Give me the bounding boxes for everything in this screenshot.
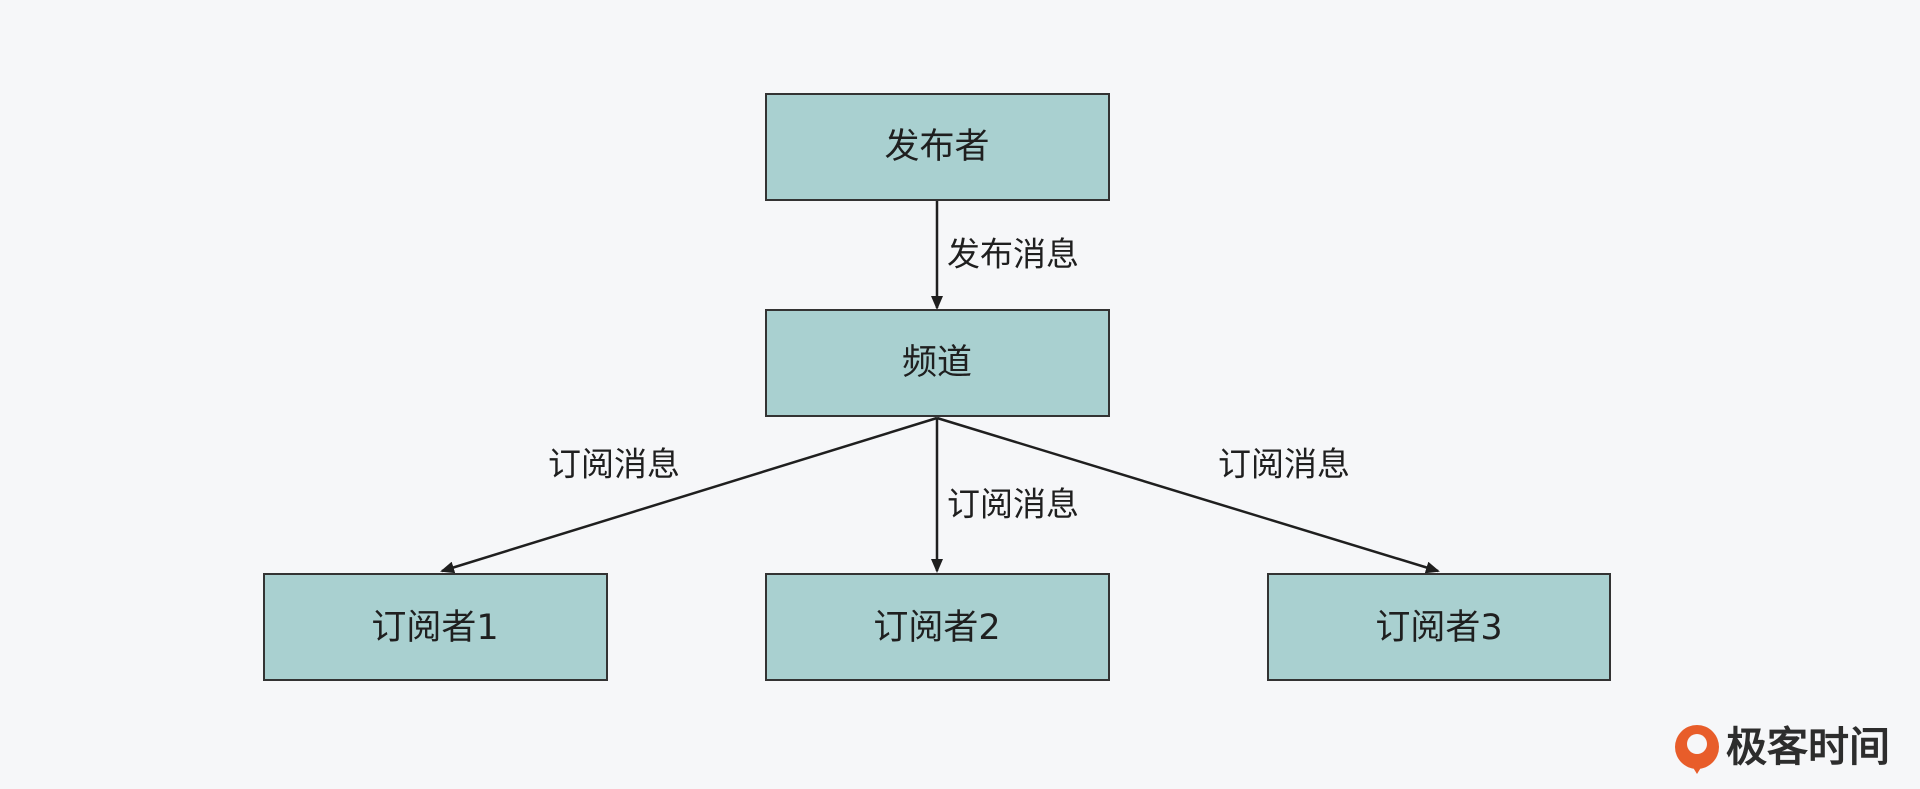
edge-subscribe-right-arrow: [936, 416, 1440, 574]
brand-logo: 极客时间: [1675, 723, 1890, 774]
edge-label-publish: 发布消息: [947, 235, 1079, 274]
edge-label-subscribe-middle: 订阅消息: [947, 485, 1079, 524]
node-channel-label: 频道: [902, 343, 972, 383]
node-subscriber-2-label: 订阅者2: [873, 608, 1000, 648]
edge-label-subscribe-left: 订阅消息: [548, 445, 680, 484]
edge-subscribe-left-arrow: [440, 416, 938, 574]
node-subscriber-1-label: 订阅者1: [371, 608, 498, 648]
node-subscriber-2: 订阅者2: [765, 573, 1110, 681]
edge-label-subscribe-right: 订阅消息: [1218, 445, 1350, 484]
brand-mark-icon: [1675, 725, 1719, 774]
node-channel: 频道: [765, 309, 1110, 417]
node-publisher-label: 发布者: [884, 127, 989, 167]
node-subscriber-3-label: 订阅者3: [1375, 608, 1502, 648]
brand-name: 极客时间: [1726, 723, 1890, 771]
node-publisher: 发布者: [765, 93, 1110, 201]
node-subscriber-3: 订阅者3: [1267, 573, 1611, 681]
node-subscriber-1: 订阅者1: [263, 573, 608, 681]
